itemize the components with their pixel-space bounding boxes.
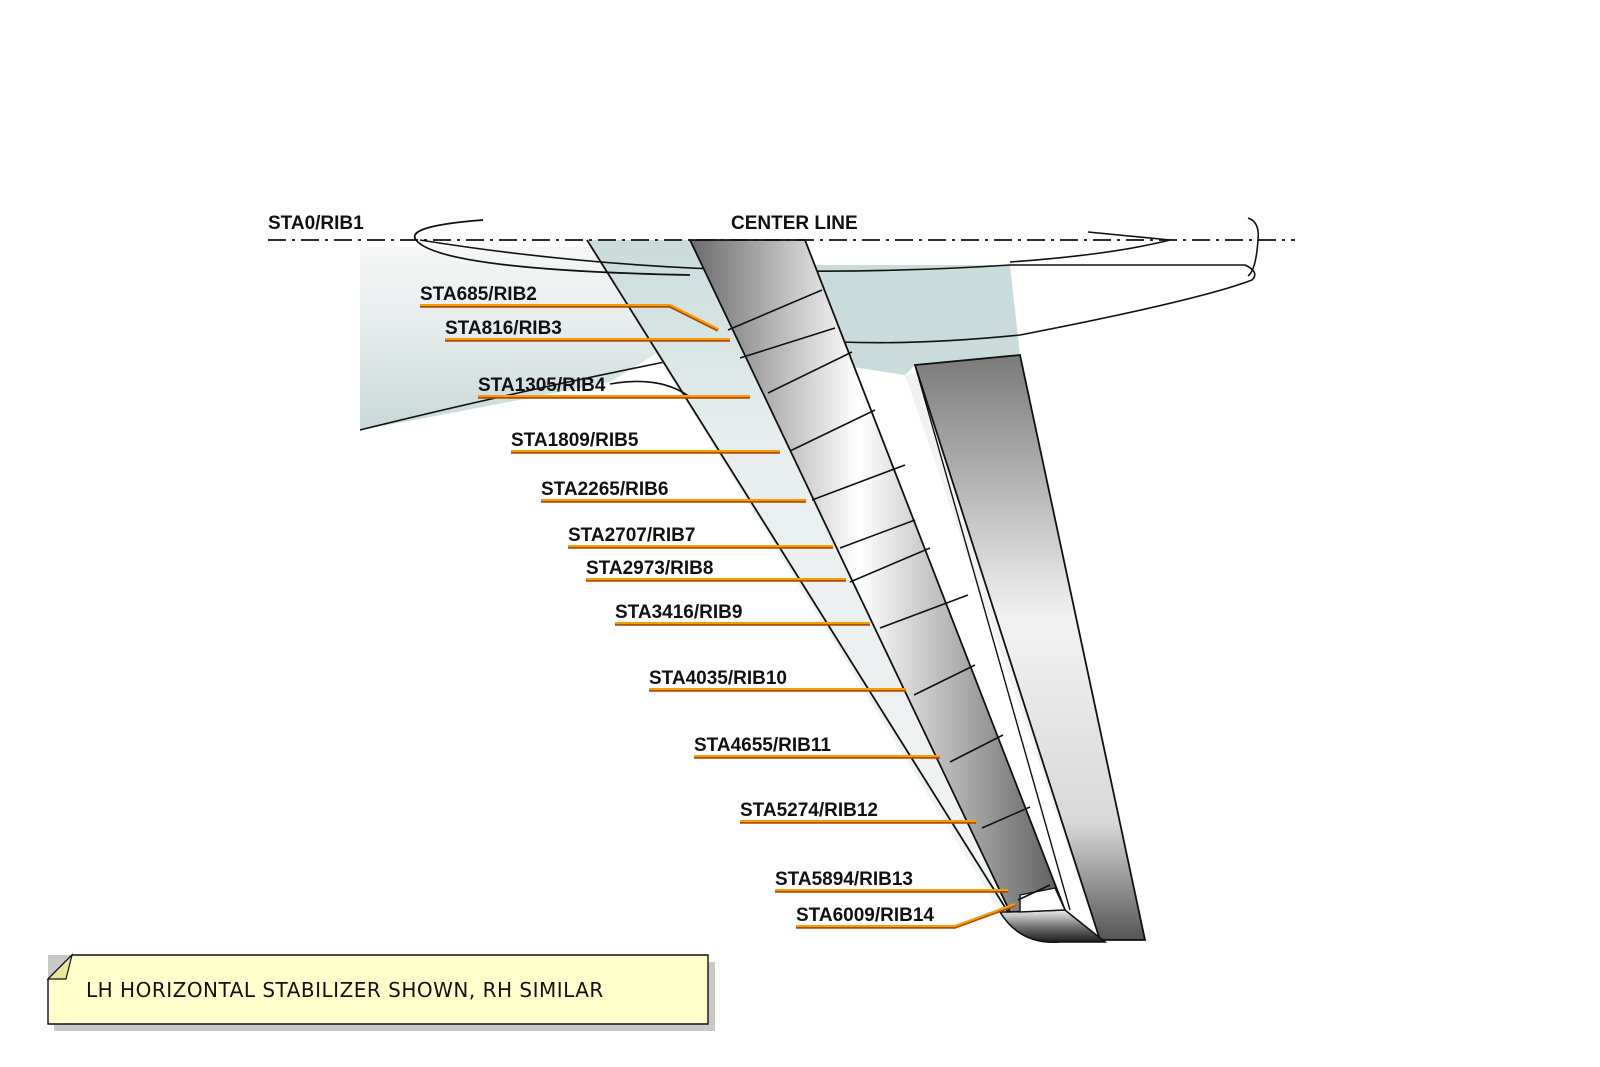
rib-line [913, 664, 976, 696]
rib-line [949, 734, 1004, 763]
station-label: STA3416/RIB9 [615, 602, 742, 623]
fuselage-hoop-right [1009, 231, 1171, 263]
station-label: STA685/RIB2 [420, 284, 537, 305]
stabilizer-tip [998, 909, 1108, 944]
rib-line [849, 547, 931, 583]
rib-line [739, 327, 836, 359]
station-leader-line [420, 304, 719, 330]
station-leaders [420, 304, 1016, 929]
station-label: STA4655/RIB11 [694, 735, 831, 756]
center-line-label: CENTER LINE [731, 213, 858, 234]
note-callout: LH HORIZONTAL STABILIZER SHOWN, RH SIMIL… [46, 953, 715, 1031]
station-label: STA816/RIB3 [445, 318, 562, 339]
station-labels: STA685/RIB2STA816/RIB3STA1305/RIB4STA180… [420, 284, 934, 926]
rib-line [727, 289, 823, 331]
leading-edge [586, 239, 1009, 913]
station-label: STA2265/RIB6 [541, 479, 668, 500]
elevator-inner-edge [914, 364, 1071, 911]
note-folded-corner [46, 953, 74, 980]
rib-line [981, 806, 1031, 829]
station-label: STA1809/RIB5 [511, 430, 639, 451]
rib-line [839, 519, 916, 549]
station-label: STA2707/RIB7 [568, 525, 695, 546]
station-leader-line [796, 903, 1016, 927]
station-label: STA2973/RIB8 [586, 558, 713, 579]
station-label: STA5894/RIB13 [775, 869, 913, 890]
rib-line [879, 594, 969, 629]
fuselage-hoop-left [413, 219, 691, 276]
fuselage-upper-skin [419, 239, 1256, 344]
rib-line [1017, 884, 1051, 901]
note-text: LH HORIZONTAL STABILIZER SHOWN, RH SIMIL… [86, 978, 604, 1002]
rib-line [767, 351, 853, 394]
station-label: STA5274/RIB12 [740, 800, 878, 821]
rib4-curve [609, 380, 691, 398]
station-label: STA1305/RIB4 [478, 375, 606, 396]
station-label: STA6009/RIB14 [796, 905, 934, 926]
rib-line [789, 409, 876, 452]
box-ribs [727, 289, 1051, 901]
upper-tint-panel [805, 265, 1020, 375]
station-label: STA4035/RIB10 [649, 668, 787, 689]
root-station-label: STA0/RIB1 [268, 213, 364, 234]
elevator [913, 354, 1147, 941]
rib-line [811, 464, 906, 501]
fuselage-end-cap [1247, 217, 1260, 277]
